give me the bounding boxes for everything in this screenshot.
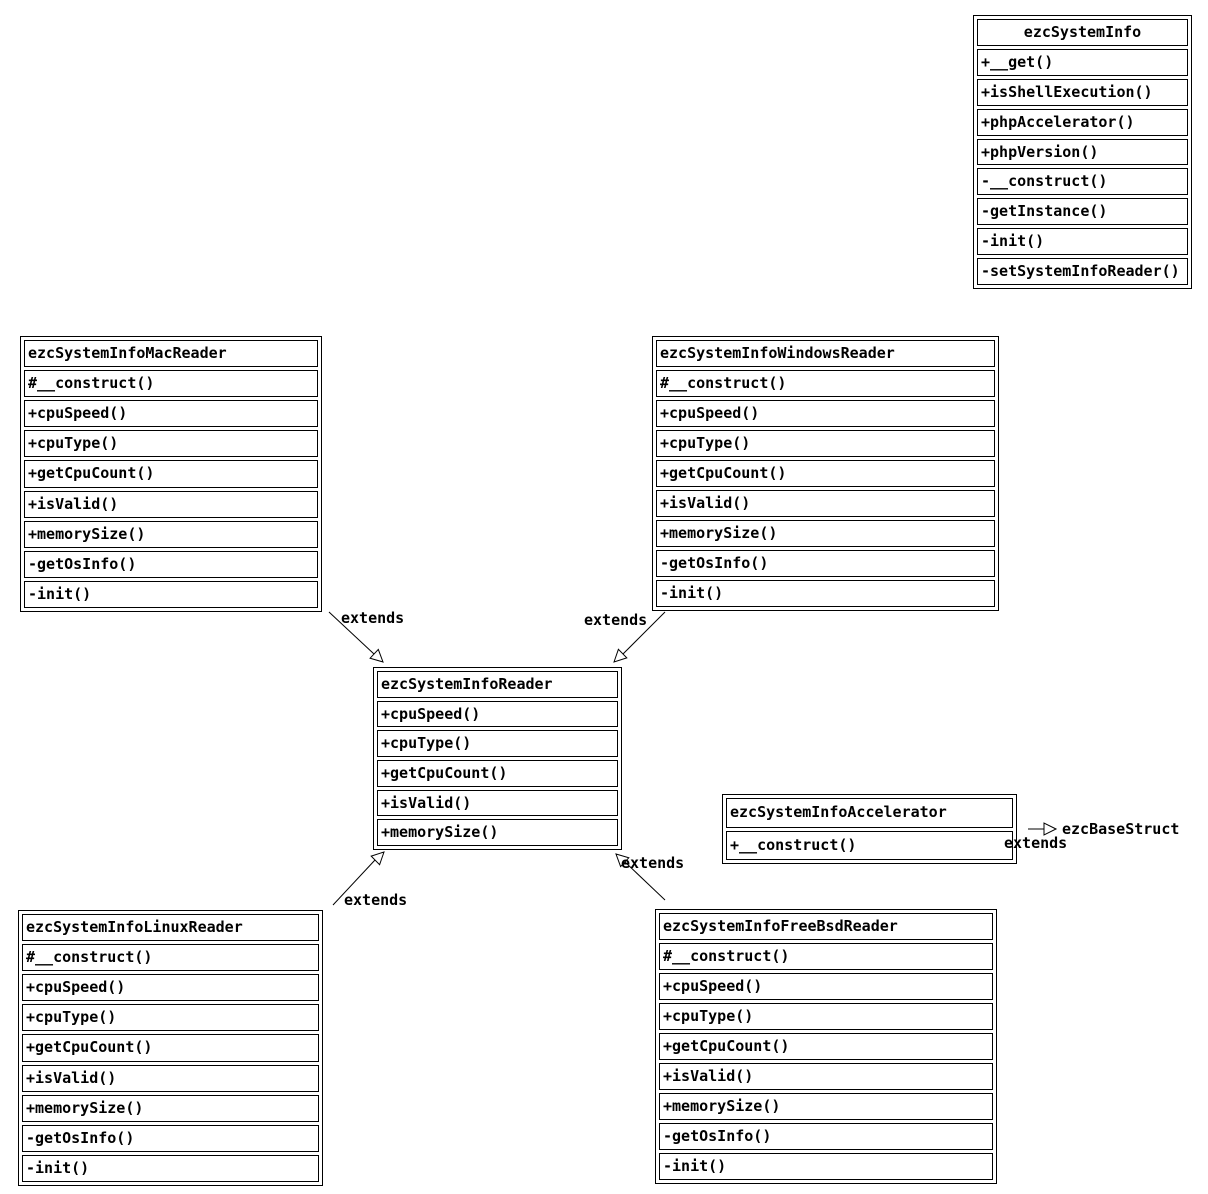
method-row: -init() <box>659 1153 993 1180</box>
class-title: ezcSystemInfoReader <box>377 671 618 698</box>
method-row: +isShellExecution() <box>977 78 1188 106</box>
method-row: +cpuSpeed() <box>656 400 995 427</box>
method-row: -getInstance() <box>977 198 1188 226</box>
class-title: ezcSystemInfo <box>977 19 1188 46</box>
method-row: +__construct() <box>726 830 1013 860</box>
class-box-ezcsysteminfoaccelerator: ezcSystemInfoAccelerator +__construct() <box>722 794 1017 864</box>
extends-label-windows: extends <box>584 611 648 629</box>
method-row: +isValid() <box>656 490 995 517</box>
method-row: +cpuSpeed() <box>377 700 618 728</box>
method-row: +memorySize() <box>656 520 995 547</box>
class-box-ezcsysteminforeader: ezcSystemInfoReader +cpuSpeed() +cpuType… <box>373 667 622 850</box>
method-row: +cpuType() <box>659 1003 993 1030</box>
method-row: +getCpuCount() <box>24 460 318 488</box>
method-row: +cpuSpeed() <box>659 973 993 1000</box>
method-row: +memorySize() <box>659 1093 993 1120</box>
method-row: +getCpuCount() <box>659 1033 993 1060</box>
method-row: -getOsInfo() <box>659 1123 993 1150</box>
method-row: +cpuSpeed() <box>22 974 319 1002</box>
related-class-ezcbasestruct: ezcBaseStruct <box>1062 820 1180 838</box>
method-row: +cpuType() <box>24 430 318 458</box>
class-title: ezcSystemInfoAccelerator <box>726 798 1013 828</box>
class-title: ezcSystemInfoFreeBsdReader <box>659 913 993 940</box>
method-row: +getCpuCount() <box>656 460 995 487</box>
method-row: #__construct() <box>24 370 318 398</box>
class-box-ezcsysteminfo: ezcSystemInfo +__get() +isShellExecution… <box>973 15 1192 289</box>
method-row: #__construct() <box>22 944 319 972</box>
class-box-ezcsysteminfofreebsdreader: ezcSystemInfoFreeBsdReader #__construct(… <box>655 909 997 1184</box>
method-row: +memorySize() <box>22 1094 319 1122</box>
method-row: +cpuType() <box>656 430 995 457</box>
method-row: #__construct() <box>659 943 993 970</box>
method-row: +__get() <box>977 48 1188 76</box>
extends-label-linux: extends <box>344 891 408 909</box>
method-row: +isValid() <box>24 490 318 518</box>
extends-label-mac: extends <box>341 609 405 627</box>
class-box-ezcsysteminfolinuxreader: ezcSystemInfoLinuxReader #__construct() … <box>18 910 323 1186</box>
method-row: -__construct() <box>977 168 1188 196</box>
method-row: +cpuSpeed() <box>24 400 318 428</box>
method-row: -getOsInfo() <box>656 550 995 577</box>
method-row: +memorySize() <box>24 520 318 548</box>
method-row: -init() <box>656 580 995 607</box>
method-row: +isValid() <box>659 1063 993 1090</box>
method-row: +getCpuCount() <box>22 1034 319 1062</box>
class-box-ezcsysteminfomacreader: ezcSystemInfoMacReader #__construct() +c… <box>20 336 322 612</box>
method-row: -getOsInfo() <box>24 550 318 578</box>
class-title: ezcSystemInfoLinuxReader <box>22 914 319 942</box>
method-row: +isValid() <box>377 789 618 817</box>
class-title: ezcSystemInfoMacReader <box>24 340 318 368</box>
method-row: +getCpuCount() <box>377 760 618 787</box>
method-row: +phpVersion() <box>977 138 1188 166</box>
method-row: +cpuType() <box>22 1004 319 1032</box>
method-row: +memorySize() <box>377 819 618 847</box>
method-row: -init() <box>24 580 318 608</box>
extends-label-freebsd: extends <box>621 854 685 872</box>
method-row: +isValid() <box>22 1064 319 1092</box>
method-row: #__construct() <box>656 370 995 397</box>
method-row: -init() <box>22 1154 319 1182</box>
method-row: -init() <box>977 228 1188 256</box>
method-row: -getOsInfo() <box>22 1124 319 1152</box>
class-box-ezcsysteminfowindowsreader: ezcSystemInfoWindowsReader #__construct(… <box>652 336 999 611</box>
class-title: ezcSystemInfoWindowsReader <box>656 340 995 367</box>
method-row: +phpAccelerator() <box>977 108 1188 136</box>
extends-label-accelerator: extends <box>1004 834 1068 852</box>
method-row: +cpuType() <box>377 730 618 758</box>
method-row: -setSystemInfoReader() <box>977 258 1188 286</box>
